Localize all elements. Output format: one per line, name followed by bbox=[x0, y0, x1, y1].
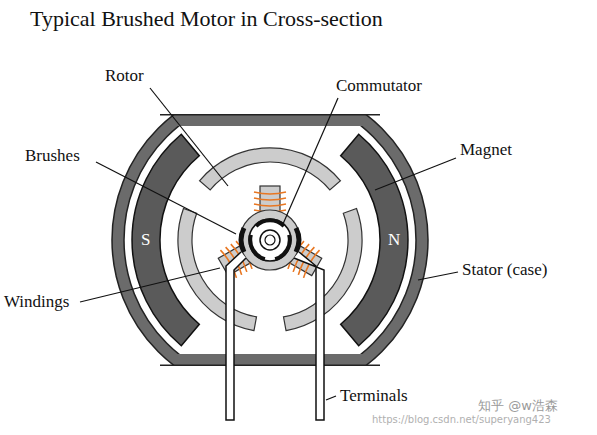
case-edge bbox=[160, 114, 380, 116]
part-label: Commutator bbox=[336, 76, 422, 96]
magnet-pole: N bbox=[388, 230, 400, 250]
leader-lines bbox=[80, 88, 458, 400]
commutator bbox=[246, 219, 294, 262]
part-label: Rotor bbox=[105, 66, 144, 86]
part-label: Magnet bbox=[460, 140, 512, 160]
watermark: 知乎 @w浩森 bbox=[478, 397, 558, 415]
watermark: https://blog.csdn.net/superyang423 bbox=[372, 414, 551, 425]
part-label: Stator (case) bbox=[462, 260, 547, 280]
part-label: Windings bbox=[4, 292, 69, 312]
part-label: Brushes bbox=[25, 146, 80, 166]
rotor-hub bbox=[240, 210, 300, 270]
pole-letter: S bbox=[141, 230, 150, 250]
diagram-title: Typical Brushed Motor in Cross-section bbox=[30, 6, 383, 32]
case-interior bbox=[124, 126, 416, 354]
terminal bbox=[226, 252, 246, 420]
terminal bbox=[294, 252, 324, 420]
magnet-pole: S bbox=[141, 230, 150, 250]
pole-letter: N bbox=[388, 230, 400, 250]
case-edge bbox=[160, 365, 380, 367]
stator-case bbox=[112, 114, 428, 366]
brush bbox=[241, 228, 244, 252]
rotor-pole bbox=[200, 148, 341, 218]
brush bbox=[296, 228, 299, 252]
part-label: Terminals bbox=[340, 386, 408, 406]
